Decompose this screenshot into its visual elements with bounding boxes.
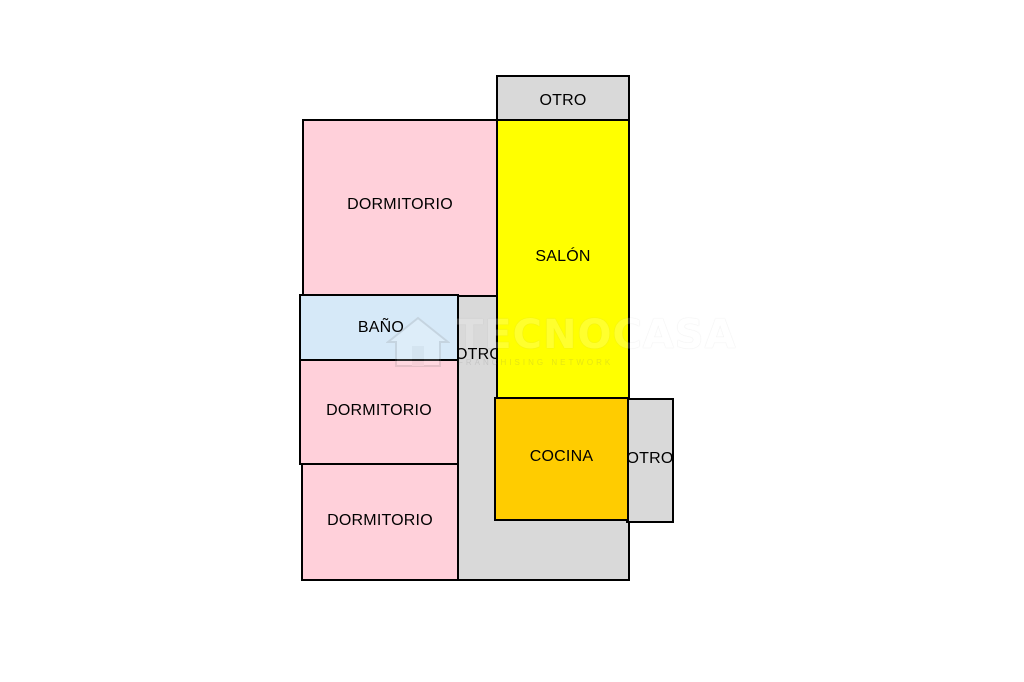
room-otro-right: OTRO: [626, 398, 674, 523]
room-otro-top-label: OTRO: [539, 92, 587, 109]
room-dormitorio-bottom-label: DORMITORIO: [327, 512, 433, 529]
room-salon: SALÓN: [496, 119, 630, 400]
room-dormitorio-bottom: DORMITORIO: [301, 463, 459, 581]
room-otro-hall-label: OTRO: [455, 346, 503, 363]
room-cocina: COCINA: [494, 397, 629, 521]
room-bano-label: BAÑO: [357, 318, 405, 336]
room-bano: BAÑO: [299, 294, 459, 361]
room-otro-right-label: OTRO: [626, 449, 674, 467]
room-otro-top: OTRO: [496, 75, 630, 121]
room-dormitorio-top-label: DORMITORIO: [347, 196, 453, 213]
room-salon-label: SALÓN: [535, 247, 591, 265]
room-cocina-label: COCINA: [529, 448, 594, 465]
room-dormitorio-mid-label: DORMITORIO: [326, 402, 432, 419]
room-dormitorio-mid: DORMITORIO: [299, 359, 459, 465]
room-dormitorio-top: DORMITORIO: [302, 119, 498, 297]
